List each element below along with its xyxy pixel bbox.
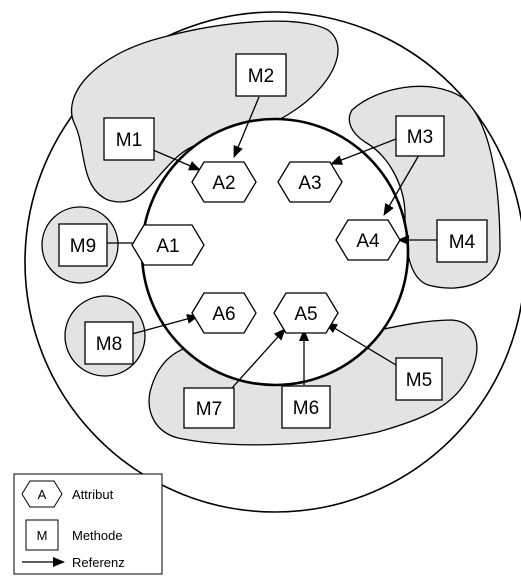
method-m1: M1: [103, 117, 155, 161]
reference-m1-a2: [152, 149, 201, 171]
legend-method-symbol: M: [37, 528, 48, 543]
reference-m3-a3: [330, 138, 397, 165]
reference-m2-a2: [233, 96, 260, 158]
method-m7: M7: [183, 387, 235, 429]
reference-m7-a5: [231, 328, 286, 389]
method-m7-label: M7: [196, 399, 222, 420]
attribute-a4-label: A4: [356, 231, 380, 252]
method-m9-label: M9: [70, 236, 96, 257]
attribute-a1: A1: [131, 224, 205, 266]
attribute-a3: A3: [277, 161, 343, 203]
attribute-a2: A2: [191, 161, 257, 203]
legend-method-box: [25, 519, 59, 551]
attribute-a5: A5: [273, 292, 339, 334]
method-m4: M4: [436, 219, 488, 263]
method-m6: M6: [281, 385, 331, 429]
method-m5-label: M5: [406, 370, 432, 391]
attribute-a6: A6: [191, 292, 257, 334]
legend-attribute-hexagon: [21, 480, 63, 508]
method-m3-label: M3: [407, 127, 433, 148]
legend-attribute-label: Attribut: [72, 487, 114, 502]
attribute-a2-label: A2: [212, 173, 235, 194]
method-m9: M9: [58, 223, 108, 267]
attribute-a3-label: A3: [298, 173, 321, 194]
method-m2-label: M2: [248, 66, 274, 87]
attribute-a1-label: A1: [156, 236, 179, 257]
method-m4-label: M4: [449, 232, 476, 253]
legend-reference-label: Referenz: [72, 555, 125, 570]
attribute-a6-label: A6: [212, 304, 235, 325]
legend-method-label: Methode: [72, 528, 123, 543]
method-m6-label: M6: [293, 398, 319, 419]
attribute-a5-label: A5: [294, 304, 317, 325]
method-m3: M3: [395, 115, 445, 157]
reference-m8-a6: [131, 314, 199, 335]
reference-m3-a4: [383, 154, 420, 216]
method-m1-label: M1: [116, 130, 142, 151]
reference-m5-a5: [325, 322, 397, 366]
method-m2: M2: [235, 53, 287, 97]
method-m8: M8: [84, 321, 134, 365]
attribute-a4: A4: [335, 219, 401, 261]
method-m8-label: M8: [96, 334, 122, 355]
legend-attribute-symbol: A: [38, 487, 47, 502]
method-m5: M5: [395, 357, 443, 401]
legend: A Attribut M Methode Referenz: [13, 473, 163, 575]
